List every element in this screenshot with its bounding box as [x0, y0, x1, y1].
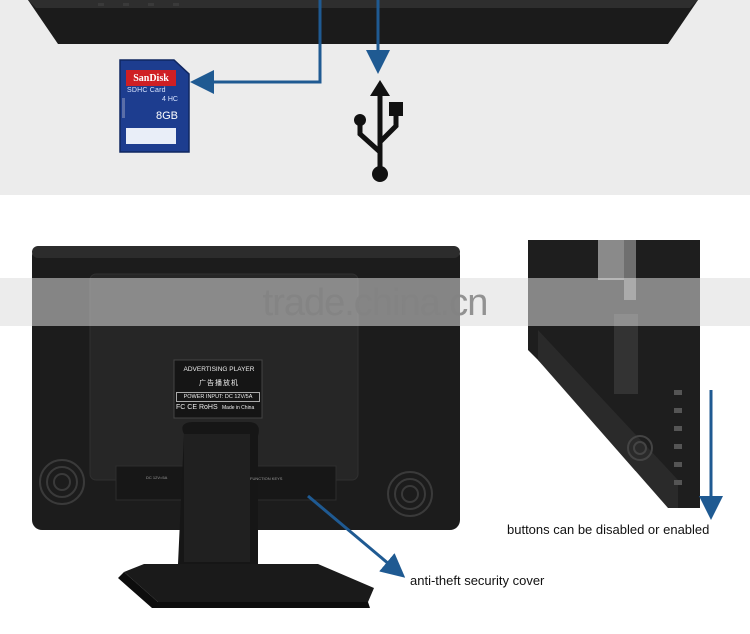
label-title-cn: 广告播放机	[199, 380, 239, 387]
label-certifications: FC CE RoHS	[176, 404, 218, 411]
watermark-text: trade.china.cn	[262, 282, 489, 324]
label-power-input: POWER INPUT: DC 12V/5A	[176, 392, 260, 402]
usb-icon	[354, 80, 403, 182]
caption-cover: anti-theft security cover	[410, 573, 545, 588]
label-title: ADVERTISING PLAYER	[183, 366, 255, 373]
caption-buttons: buttons can be disabled or enabled	[507, 522, 710, 537]
port-function-keys-label: FUNCTION KEYS	[250, 476, 283, 481]
sd-type: SDHC Card	[127, 87, 166, 94]
port-dc-label: DC 12V=5A	[146, 475, 168, 480]
sd-card-icon: SanDisk SDHC Card 4 HC 8GB	[118, 58, 191, 154]
sd-capacity: 8GB	[156, 110, 179, 122]
label-made-in: Made in China	[222, 405, 255, 411]
sd-brand: SanDisk	[133, 73, 169, 84]
watermark-bar	[0, 278, 750, 326]
monitor-bottom-edge	[28, 0, 698, 44]
sd-class: 4 HC	[162, 96, 178, 103]
